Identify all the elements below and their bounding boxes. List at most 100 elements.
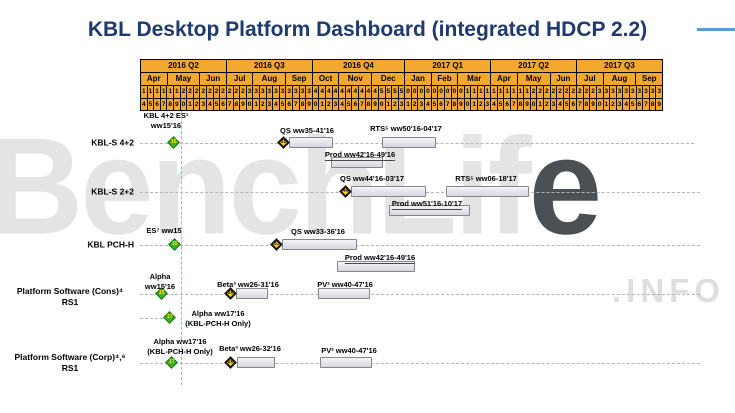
week-tens-digit: 4 <box>339 86 345 99</box>
week-units-digit: 7 <box>293 101 298 108</box>
week-units-digit: 5 <box>148 101 153 108</box>
month-cell: Apr <box>497 74 511 83</box>
milestone-label: ES⁷ ww15 <box>146 226 181 236</box>
week-tens-digit: 3 <box>643 86 649 99</box>
milestone-label-line: ES⁷ ww15 <box>146 226 182 235</box>
milestone-label-line: QS ww33-36'16 <box>291 227 345 236</box>
month-cell: Mar <box>457 73 490 85</box>
week-tens-digit: 0 <box>425 86 431 99</box>
phase-label: Prod ww42'16-49'16 <box>324 150 396 161</box>
milestone-week-number: 15 <box>170 139 177 145</box>
today-line <box>181 111 182 385</box>
week-tens-digit: 4 <box>352 86 359 99</box>
week-units-digit: 2 <box>545 101 549 108</box>
milestone-label: QS ww35-41'16 <box>280 126 334 136</box>
week-units-digit: 5 <box>630 101 635 108</box>
month-cell: Feb <box>430 73 458 85</box>
week-units-digit: 5 <box>564 101 569 108</box>
month-cell: Jul <box>584 74 596 83</box>
week-units-digit: 5 <box>432 101 437 108</box>
week-tens-digit: 4 <box>372 86 378 99</box>
milestone-label-line: Alpha ww17'16 <box>191 309 245 318</box>
row-label-line: Platform Software (Corp)⁴,⁶ <box>14 352 126 362</box>
week-units-digit: 0 <box>465 101 470 108</box>
week-units-digit: 3 <box>201 101 206 108</box>
week-units-digit: 2 <box>260 101 265 108</box>
week-units-digit: 0 <box>531 101 536 108</box>
week-units-digit: 6 <box>571 101 576 108</box>
week-units-digit: 6 <box>439 101 443 108</box>
week-tens-digit: 2 <box>220 86 226 99</box>
week-tens-digit: 3 <box>603 86 610 99</box>
week-units-digit: 9 <box>307 101 311 108</box>
month-cell: Jun <box>199 73 226 85</box>
week-tens-digit: 5 <box>398 86 405 99</box>
week-tens-digit: 3 <box>636 86 643 99</box>
row-label-line: Platform Software (Cons)⁴ <box>16 286 124 296</box>
phase-label: RTS⁵ ww06-18'17 <box>455 174 517 183</box>
week-tens-digit: 3 <box>279 86 286 99</box>
week-units-digit: 1 <box>188 101 192 108</box>
row-dashline <box>140 245 700 246</box>
milestone-label: Alpha ww17'16(KBL-PCH-H Only) <box>185 309 250 329</box>
week-tens-digit: 4 <box>326 86 332 99</box>
week-tens-digit: 1 <box>147 86 154 99</box>
week-tens-digit: 3 <box>649 86 656 99</box>
week-units-digit: 9 <box>657 101 661 108</box>
week-units-digit: 2 <box>611 101 615 108</box>
month-cell: Jun <box>549 73 577 85</box>
watermark-dark-letter: e <box>528 109 602 263</box>
quarter-label: 2017 Q3 <box>577 60 662 73</box>
week-tens-digit: 2 <box>557 86 563 99</box>
week-tens-digit: 2 <box>544 86 550 99</box>
week-tens-digit: 3 <box>623 86 629 99</box>
week-tens-digit: 2 <box>226 86 233 99</box>
month-cell: Aug <box>602 73 636 85</box>
week-units-digit: 7 <box>644 101 648 108</box>
week-tens-digit: 0 <box>458 86 464 99</box>
milestone-label-line: (KBL-PCH-H Only) <box>147 347 213 356</box>
row-label-line: KBL-S 4+2 <box>91 137 134 148</box>
week-tens-digit: 3 <box>293 86 299 99</box>
week-units-digit: 0 <box>313 101 318 108</box>
week-tens-digit: 2 <box>187 86 193 99</box>
milestone-diamond-green: 17 <box>165 356 178 369</box>
row-label-line: KBL PCH-H <box>87 239 134 250</box>
week-units-digit: 8 <box>300 101 305 108</box>
month-cell: Jan <box>411 74 425 83</box>
